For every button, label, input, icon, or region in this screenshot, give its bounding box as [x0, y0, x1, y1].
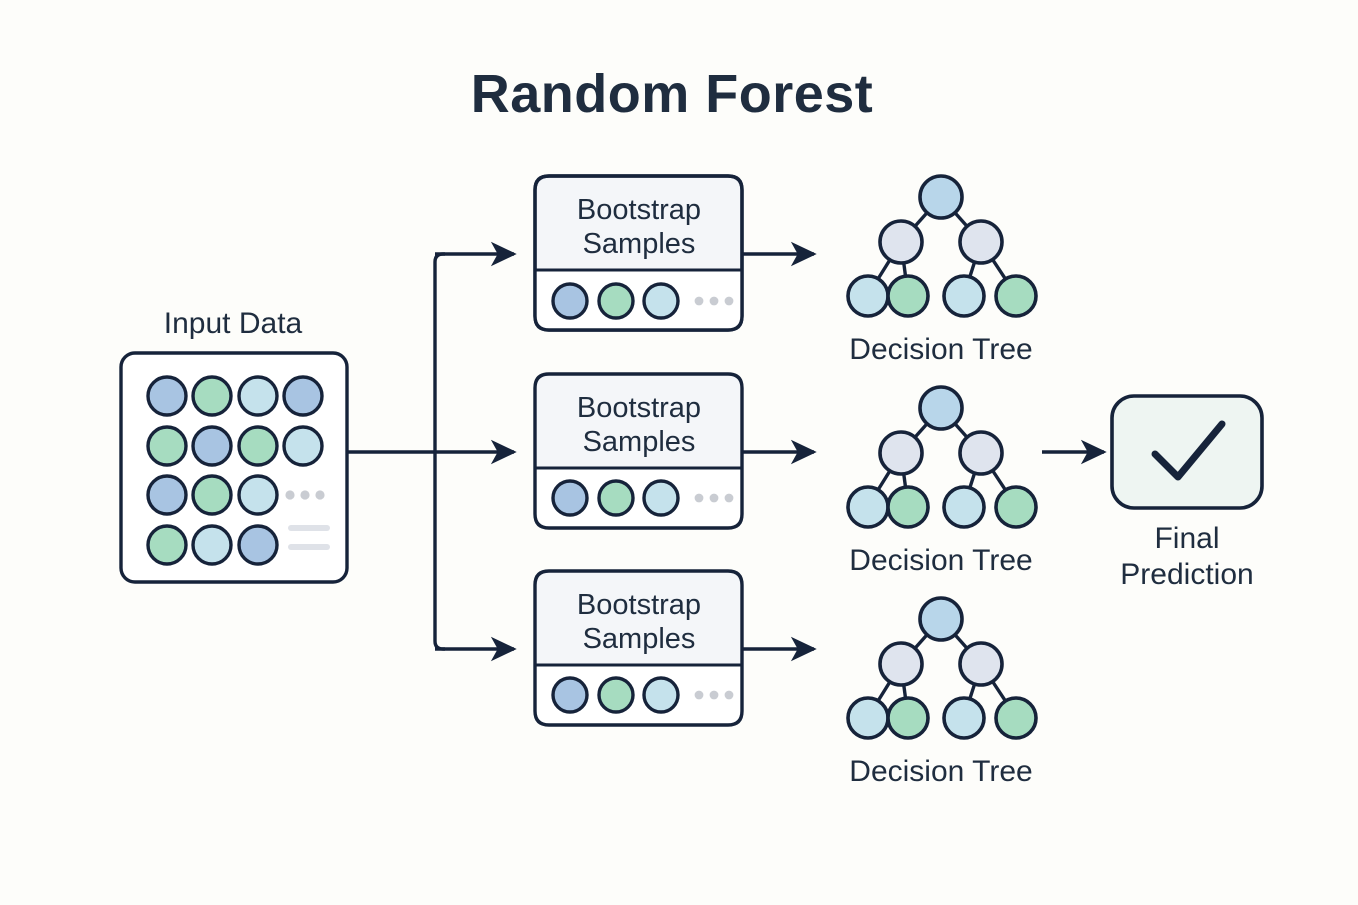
- bootstrap-sample-dot: [642, 282, 680, 320]
- input-cell: [282, 375, 324, 417]
- final-prediction-label-line2: Prediction: [1120, 558, 1253, 591]
- bootstrap-panel-3-title-line1: Bootstrap: [577, 589, 701, 621]
- tree-root-node: [918, 596, 964, 642]
- check-icon: [1151, 420, 1226, 481]
- final-prediction-box: [1110, 394, 1264, 510]
- tree-root-node: [918, 385, 964, 431]
- bootstrap-panel-2-body: [535, 468, 742, 528]
- bootstrap-panel-3-outline: [533, 569, 744, 727]
- tree-mid-node: [958, 430, 1004, 476]
- tree-leaf-node: [846, 274, 890, 318]
- final-prediction-label-line1: Final: [1154, 522, 1219, 555]
- input-cell: [237, 524, 279, 566]
- decision-tree-1[interactable]: Decision Tree: [846, 174, 1038, 366]
- bootstrap-sample-dot: [597, 479, 635, 517]
- input-placeholder-bar: [288, 525, 330, 531]
- tree-mid-node: [878, 219, 924, 265]
- bootstrap-ellipsis-icon: [694, 296, 734, 306]
- input-cell: [237, 474, 279, 516]
- tree-mid-node: [878, 641, 924, 687]
- decision-tree-1-label: Decision Tree: [849, 333, 1032, 366]
- bootstrap-sample-dot: [551, 676, 589, 714]
- tree-mid-node: [958, 219, 1004, 265]
- input-cell: [282, 425, 324, 467]
- tree-leaf-node: [942, 696, 986, 740]
- bootstrap-panel-2-title-line1: Bootstrap: [577, 392, 701, 424]
- decision-tree-3[interactable]: Decision Tree: [846, 596, 1038, 788]
- bootstrap-panel-1[interactable]: Bootstrap Samples: [533, 174, 744, 332]
- bootstrap-sample-dot: [551, 282, 589, 320]
- input-cell: [191, 474, 233, 516]
- bootstrap-to-tree-arrows: [742, 241, 817, 662]
- bootstrap-panel-3[interactable]: Bootstrap Samples: [533, 569, 744, 727]
- bootstrap-panel-3-title-line2: Samples: [583, 623, 696, 655]
- input-cell: [146, 474, 188, 516]
- input-cell: [146, 524, 188, 566]
- decision-tree-2-label: Decision Tree: [849, 544, 1032, 577]
- tree-leaf-node: [942, 274, 986, 318]
- decision-tree-2[interactable]: Decision Tree: [846, 385, 1038, 577]
- input-cell: [146, 425, 188, 467]
- bootstrap-ellipsis-icon: [694, 690, 734, 700]
- bootstrap-sample-dot: [642, 676, 680, 714]
- tree-root-node: [918, 174, 964, 220]
- tree-leaf-node: [886, 485, 930, 529]
- tree-leaf-node: [994, 696, 1038, 740]
- bootstrap-panel-1-body: [535, 270, 742, 330]
- input-to-bootstrap-connectors: [347, 241, 517, 662]
- bootstrap-ellipsis-icon: [694, 493, 734, 503]
- page-title: Random Forest: [471, 64, 874, 124]
- tree-leaf-node: [994, 485, 1038, 529]
- input-ellipsis-icon: [285, 490, 325, 500]
- final-prediction-panel[interactable]: Final Prediction: [1110, 394, 1264, 591]
- tree-leaf-node: [994, 274, 1038, 318]
- bootstrap-panel-2-title-line2: Samples: [583, 426, 696, 458]
- tree-leaf-node: [846, 696, 890, 740]
- bootstrap-sample-dot: [551, 479, 589, 517]
- input-cell: [191, 375, 233, 417]
- tree-leaf-node: [846, 485, 890, 529]
- bootstrap-sample-dot: [597, 676, 635, 714]
- bootstrap-panel-1-outline: [533, 174, 744, 332]
- input-data-panel[interactable]: [119, 351, 349, 584]
- bootstrap-panel-2-outline: [533, 372, 744, 530]
- tree-mid-node: [958, 641, 1004, 687]
- bootstrap-sample-dot: [597, 282, 635, 320]
- input-cell: [191, 425, 233, 467]
- tree-leaf-node: [942, 485, 986, 529]
- tree-leaf-node: [886, 274, 930, 318]
- input-cell: [237, 375, 279, 417]
- input-placeholder-bar: [288, 544, 330, 550]
- decision-tree-3-label: Decision Tree: [849, 755, 1032, 788]
- bootstrap-panel-1-title-line1: Bootstrap: [577, 194, 701, 226]
- tree-leaf-node: [886, 696, 930, 740]
- bootstrap-panel-2[interactable]: Bootstrap Samples: [533, 372, 744, 530]
- bootstrap-panel-3-body: [535, 665, 742, 725]
- input-cell: [146, 375, 188, 417]
- bootstrap-panel-1-title-line2: Samples: [583, 228, 696, 260]
- tree-mid-node: [878, 430, 924, 476]
- input-cell: [237, 425, 279, 467]
- input-data-label: Input Data: [164, 307, 303, 340]
- bootstrap-sample-dot: [642, 479, 680, 517]
- input-cell: [191, 524, 233, 566]
